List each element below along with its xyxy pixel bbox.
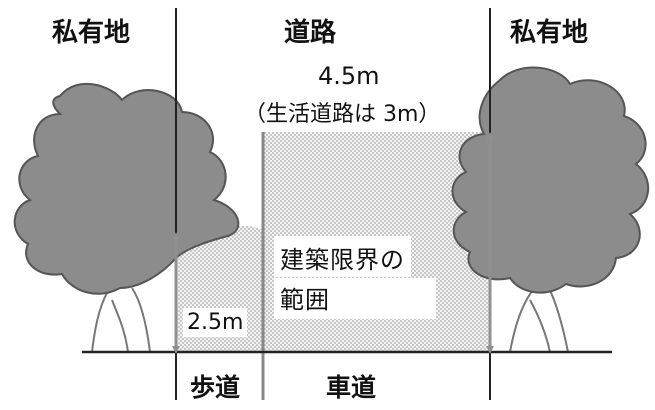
sidewalk-label: 歩道 xyxy=(190,373,241,402)
right-tree xyxy=(451,66,650,294)
building-limit-range-label-line1: 建築限界の xyxy=(274,236,411,277)
sidewalk-height-label: 2.5m xyxy=(183,308,248,337)
right-private-land-label: 私有地 xyxy=(510,18,589,48)
clearance-note-label: （生活道路は 3m） xyxy=(244,102,441,127)
left-tree-trunk xyxy=(91,287,151,353)
road-label: 道路 xyxy=(284,18,337,48)
left-private-land-label: 私有地 xyxy=(52,18,131,48)
left-tree xyxy=(13,82,240,295)
roadway-label: 車道 xyxy=(326,373,377,402)
right-tree-trunk xyxy=(509,285,569,353)
clearance-height-label: 4.5m xyxy=(318,62,380,90)
building-limit-range-label-line2: 範囲 xyxy=(274,278,436,319)
